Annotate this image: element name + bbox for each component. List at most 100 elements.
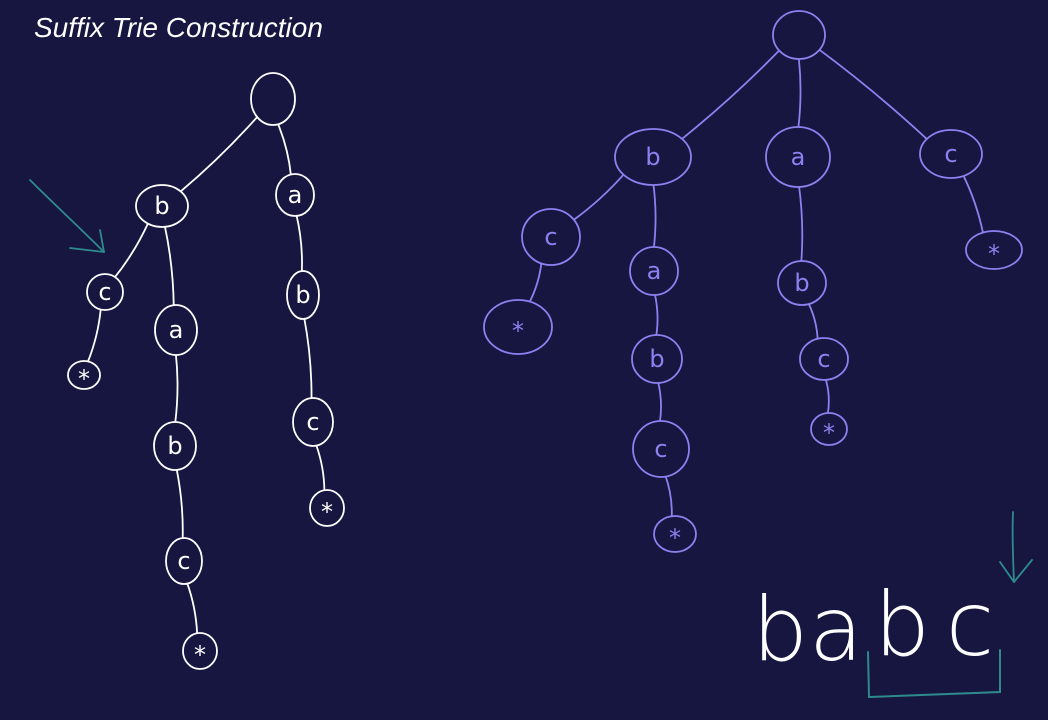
node-label: * xyxy=(321,498,333,526)
trie-node: a xyxy=(154,304,198,356)
trie-node: a xyxy=(629,246,679,296)
trie-edge xyxy=(657,380,662,424)
annotation-arrow-right xyxy=(999,511,1033,583)
word-letter: b xyxy=(874,573,930,676)
trie-edge xyxy=(303,316,313,401)
node-label: a xyxy=(647,257,662,285)
trie-edge xyxy=(174,352,179,425)
node-label: c xyxy=(177,547,190,575)
node-circle xyxy=(799,337,849,381)
word-letter: a xyxy=(809,578,863,681)
trie-node: c xyxy=(86,273,124,311)
node-label: c xyxy=(544,223,557,251)
trie-node: c xyxy=(919,129,983,179)
trie-node: c xyxy=(799,337,849,381)
end-marker-node: * xyxy=(483,299,553,355)
node-circle xyxy=(286,270,320,320)
node-label: a xyxy=(169,316,184,344)
node-label: b xyxy=(295,281,310,309)
trie-edge xyxy=(175,467,184,541)
trie-edge xyxy=(178,115,259,194)
trie-root-node xyxy=(250,72,296,126)
node-circle xyxy=(810,412,848,446)
trie-edge xyxy=(315,443,326,493)
trie-edge xyxy=(528,261,543,304)
node-label: b xyxy=(154,192,169,220)
trie-edge xyxy=(653,292,659,338)
node-circle xyxy=(919,129,983,179)
annotation-arrow-left xyxy=(29,179,105,253)
node-circle xyxy=(521,208,581,266)
end-marker-node: * xyxy=(182,632,218,670)
trie-edge xyxy=(276,122,292,177)
end-marker-node: * xyxy=(309,489,345,527)
trie-node: c xyxy=(521,208,581,266)
node-label: b xyxy=(645,143,660,171)
trie-node: c xyxy=(292,397,334,447)
word-letter: c xyxy=(946,573,994,676)
node-circle xyxy=(483,299,553,355)
trie-edge xyxy=(798,184,804,264)
trie-edge xyxy=(113,221,150,279)
node-circle xyxy=(154,304,198,356)
trie-node: c xyxy=(165,537,203,585)
trie-root-node xyxy=(772,10,826,60)
node-label: * xyxy=(669,524,681,552)
trie-edge xyxy=(962,173,985,235)
trie-edge xyxy=(571,172,626,222)
node-circle xyxy=(653,515,697,553)
node-label: b xyxy=(794,269,809,297)
trie-edge xyxy=(186,581,199,636)
node-circle xyxy=(614,128,692,186)
word-babc: b a b c xyxy=(752,573,994,681)
node-circle xyxy=(632,420,690,478)
trie-node: a xyxy=(765,126,831,188)
node-label: b xyxy=(167,432,182,460)
node-circle xyxy=(777,260,827,306)
node-label: b xyxy=(649,345,664,373)
node-label: * xyxy=(78,365,90,393)
trie-node: c xyxy=(632,420,690,478)
trie-edge xyxy=(807,302,819,341)
node-label: a xyxy=(288,181,303,209)
node-label: a xyxy=(791,143,806,171)
trie-node: b xyxy=(631,334,683,384)
trie-edge xyxy=(652,182,657,250)
node-label: * xyxy=(194,641,206,669)
node-label: c xyxy=(654,435,667,463)
trie-node: b xyxy=(614,128,692,186)
trie-edge xyxy=(679,48,781,141)
node-circle xyxy=(86,273,124,311)
node-circle xyxy=(67,360,101,390)
trie-nodes: b a c * a b c * b c * b a c c * a b c * b c * * xyxy=(67,10,1023,670)
node-label: c xyxy=(944,140,957,168)
trie-edge xyxy=(664,474,673,519)
node-label: c xyxy=(306,408,319,436)
node-label: * xyxy=(512,317,524,345)
node-circle xyxy=(182,632,218,670)
end-marker-node: * xyxy=(965,230,1023,270)
trie-node: b xyxy=(777,260,827,306)
trie-node: b xyxy=(135,184,189,228)
trie-edge xyxy=(797,56,802,130)
node-circle xyxy=(165,537,203,585)
word-letter: b xyxy=(752,578,808,681)
node-label: * xyxy=(823,419,835,447)
node-circle xyxy=(631,334,683,384)
node-label: c xyxy=(98,278,111,306)
trie-edge xyxy=(295,213,303,274)
end-marker-node: * xyxy=(67,360,101,393)
node-circle xyxy=(135,184,189,228)
node-circle xyxy=(250,72,296,126)
suffix-bracket xyxy=(867,649,1001,699)
trie-edge xyxy=(86,307,102,364)
trie-edges xyxy=(86,48,985,636)
trie-edge xyxy=(824,377,830,415)
node-circle xyxy=(292,397,334,447)
node-label: c xyxy=(817,345,830,373)
node-circle xyxy=(309,489,345,527)
trie-node: b xyxy=(153,421,197,471)
node-circle xyxy=(965,230,1023,270)
